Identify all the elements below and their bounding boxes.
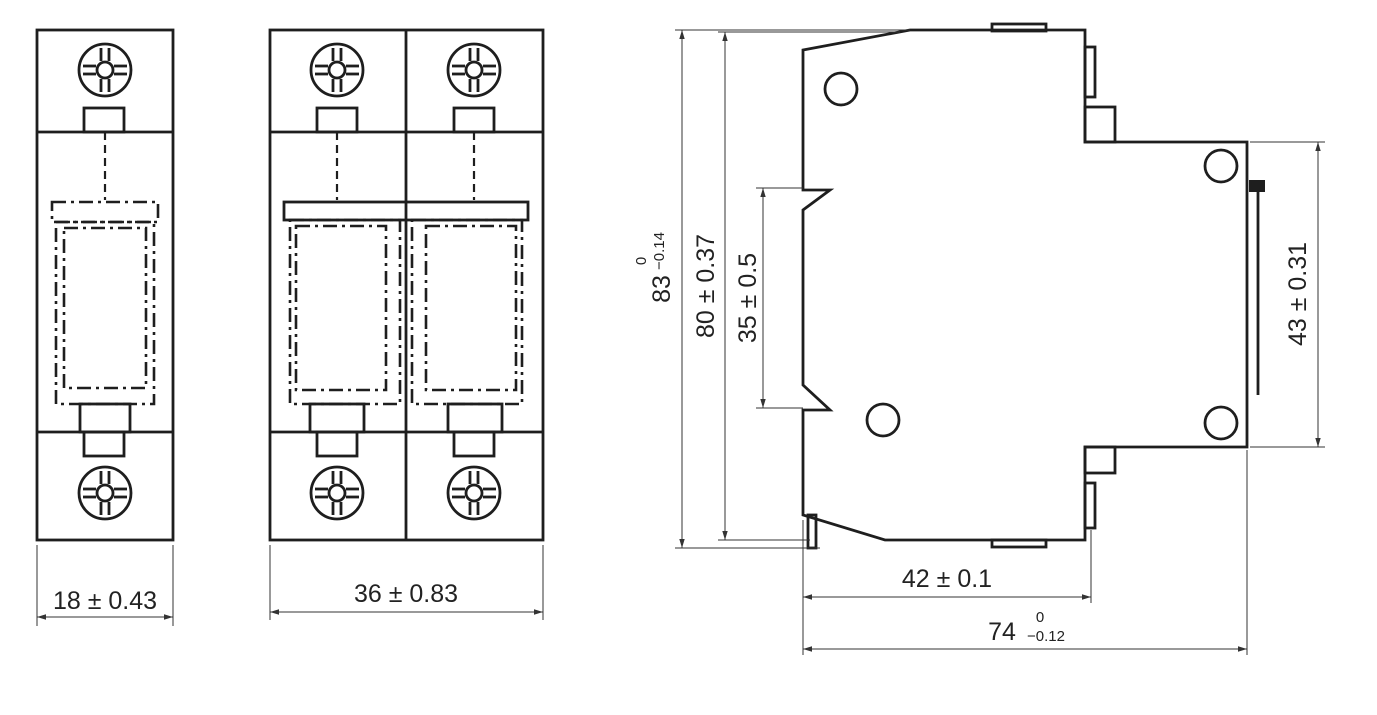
side-view: 83 0 −0.14 80 ± 0.37 35 ± 0.5 43 ± 0.31 … <box>633 22 1325 655</box>
front-height-dimension: 43 ± 0.31 <box>1284 242 1312 346</box>
terminal-screw-icon <box>309 42 365 98</box>
terminal-screw-icon <box>77 42 133 98</box>
single-pole-body-outline <box>35 28 175 542</box>
rail-depth-dimension: 42 ± 0.1 <box>902 565 992 593</box>
mounting-hole-icon <box>1203 148 1239 184</box>
total-height-upper-tolerance: 0 <box>633 257 650 265</box>
total-depth-dimension: 74 <box>988 618 1016 646</box>
mounting-hole-icon <box>1203 405 1239 441</box>
single-width-dimension: 18 ± 0.43 <box>53 587 157 615</box>
two-pole-front-view: 36 ± 0.83 <box>268 28 545 620</box>
terminal-screw-icon <box>77 465 133 521</box>
terminal-screw-icon <box>446 465 502 521</box>
terminal-screw-icon <box>309 465 365 521</box>
mounting-hole-icon <box>865 402 901 438</box>
total-depth-lower-tolerance: −0.12 <box>1027 628 1065 645</box>
total-height-lower-tolerance: −0.14 <box>651 232 668 270</box>
total-height-dimension: 83 <box>648 275 676 303</box>
side-body-outline <box>801 28 1249 542</box>
handle-tab-icon <box>1249 180 1265 192</box>
rail-height-dimension: 35 ± 0.5 <box>734 253 762 343</box>
body-height-dimension: 80 ± 0.37 <box>692 234 720 338</box>
total-depth-upper-tolerance: 0 <box>1036 609 1044 626</box>
terminal-screw-icon <box>446 42 502 98</box>
mounting-hole-icon <box>823 71 859 107</box>
double-width-dimension: 36 ± 0.83 <box>354 580 458 608</box>
single-pole-front-view: 18 ± 0.43 <box>35 28 175 626</box>
